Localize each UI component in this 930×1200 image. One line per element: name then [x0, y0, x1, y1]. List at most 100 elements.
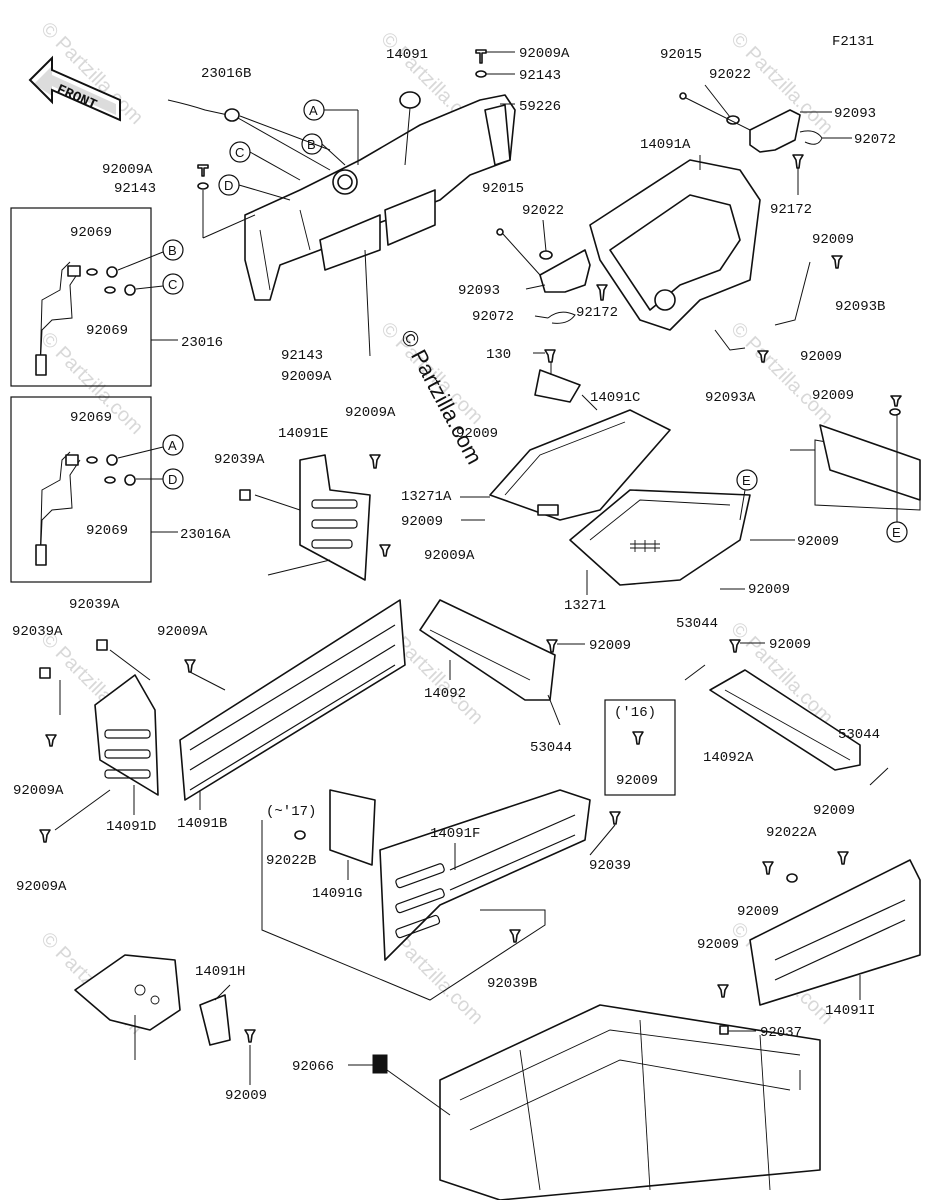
label-92009A: 92009A: [519, 46, 570, 62]
label-92039: 92039: [589, 858, 631, 874]
box-23016A: A D: [10, 396, 184, 583]
label-92009: 92009: [225, 1088, 267, 1104]
label-92037: 92037: [760, 1025, 802, 1041]
callouts-dash: A B C D: [218, 99, 359, 201]
label-92009: 92009: [797, 534, 839, 550]
callout-c: C: [168, 277, 177, 292]
label-92072: 92072: [854, 132, 896, 148]
label-92009: 92009: [812, 232, 854, 248]
label-14092: 14092: [424, 686, 466, 702]
label-92093: 92093: [834, 106, 876, 122]
label-92172: 92172: [576, 305, 618, 321]
part-labels: 14091 92009A 92143 59226 23016B 92015 92…: [12, 46, 896, 1104]
box-16: [604, 699, 676, 796]
callout-e: E: [742, 473, 751, 488]
callout-a: A: [309, 103, 318, 118]
label-92009: 92009: [737, 904, 779, 920]
label-92143: 92143: [114, 181, 156, 197]
diagram-code: F2131: [832, 34, 874, 50]
label-14091I: 14091I: [825, 1003, 875, 1019]
label-23016B: 23016B: [201, 66, 251, 82]
label-92009: 92009: [769, 637, 811, 653]
label-53044: 53044: [838, 727, 880, 743]
callout-d: D: [224, 178, 233, 193]
label-59226: 59226: [519, 99, 561, 115]
label-92022: 92022: [522, 203, 564, 219]
label-130: 130: [486, 347, 511, 363]
plate-14091C: [534, 349, 581, 403]
label-92039A: 92039A: [12, 624, 63, 640]
label-92009: 92009: [456, 426, 498, 442]
label-92009A: 92009A: [345, 405, 396, 421]
label-92022A: 92022A: [766, 825, 817, 841]
floor-panel-13271A: [489, 409, 671, 521]
label-92093A: 92093A: [705, 390, 756, 406]
label-14091F: 14091F: [430, 826, 480, 842]
label-14091: 14091: [386, 47, 428, 63]
panel-14091I: [717, 851, 921, 1006]
label-92143: 92143: [519, 68, 561, 84]
side-cover-ref: E E: [736, 395, 921, 543]
label-92009A: 92009A: [424, 548, 475, 564]
rod-92093B: [714, 255, 843, 363]
bolts-top: [475, 49, 515, 105]
label-92009: 92009: [812, 388, 854, 404]
label-92066: 92066: [292, 1059, 334, 1075]
frame-bottom: [372, 1004, 821, 1200]
label-92069: 92069: [70, 225, 112, 241]
label-92039B: 92039B: [487, 976, 537, 992]
label-year-16: ('16): [614, 705, 656, 721]
label-14091D: 14091D: [106, 819, 156, 835]
plate-14092: [419, 599, 561, 726]
label-92009A: 92009A: [13, 783, 64, 799]
watermark-text: © Partzilla.com: [726, 318, 837, 429]
label-92009: 92009: [800, 349, 842, 365]
label-92015: 92015: [660, 47, 702, 63]
panel-14091B: [179, 599, 406, 801]
label-14091E: 14091E: [278, 426, 328, 442]
label-92069: 92069: [86, 523, 128, 539]
label-92022: 92022: [709, 67, 751, 83]
label-14092A: 14092A: [703, 750, 754, 766]
label-92009: 92009: [813, 803, 855, 819]
label-92172: 92172: [770, 202, 812, 218]
cap-14091: [399, 91, 421, 166]
label-92069: 92069: [70, 410, 112, 426]
label-14091C: 14091C: [590, 390, 640, 406]
callout-e: E: [892, 525, 901, 540]
label-13271: 13271: [564, 598, 606, 614]
box-17: [261, 789, 621, 1001]
label-92015: 92015: [482, 181, 524, 197]
label-year-17: (~'17): [266, 804, 316, 820]
label-13271A: 13271A: [401, 489, 452, 505]
label-92022B: 92022B: [266, 853, 316, 869]
harness-23016B: [167, 99, 331, 171]
leader-lines: [133, 84, 861, 1116]
label-92009: 92009: [697, 937, 739, 953]
callout-b: B: [307, 137, 316, 152]
dashboard-panel-59226: [244, 94, 516, 301]
bracket-14091H: [74, 954, 256, 1060]
label-92009A: 92009A: [281, 369, 332, 385]
label-92093B: 92093B: [835, 299, 885, 315]
callout-a: A: [168, 438, 177, 453]
label-53044: 53044: [530, 740, 572, 756]
panel-14091D: [39, 639, 159, 843]
plate-14092A: [684, 639, 889, 786]
label-92072: 92072: [472, 309, 514, 325]
box-23016: B C: [10, 207, 184, 387]
floor-panel-13271: [569, 489, 751, 586]
label-14091H: 14091H: [195, 964, 245, 980]
callout-b: B: [168, 243, 177, 258]
label-92009A: 92009A: [16, 879, 67, 895]
label-14091B: 14091B: [177, 816, 227, 832]
label-92009: 92009: [616, 773, 658, 789]
label-92009: 92009: [401, 514, 443, 530]
callout-d: D: [168, 472, 177, 487]
bolts-left: [197, 164, 256, 239]
label-92009A: 92009A: [157, 624, 208, 640]
bracket-92093-top: [679, 92, 852, 195]
callout-c: C: [235, 145, 244, 160]
label-23016: 23016: [181, 335, 223, 351]
label-92009: 92009: [589, 638, 631, 654]
